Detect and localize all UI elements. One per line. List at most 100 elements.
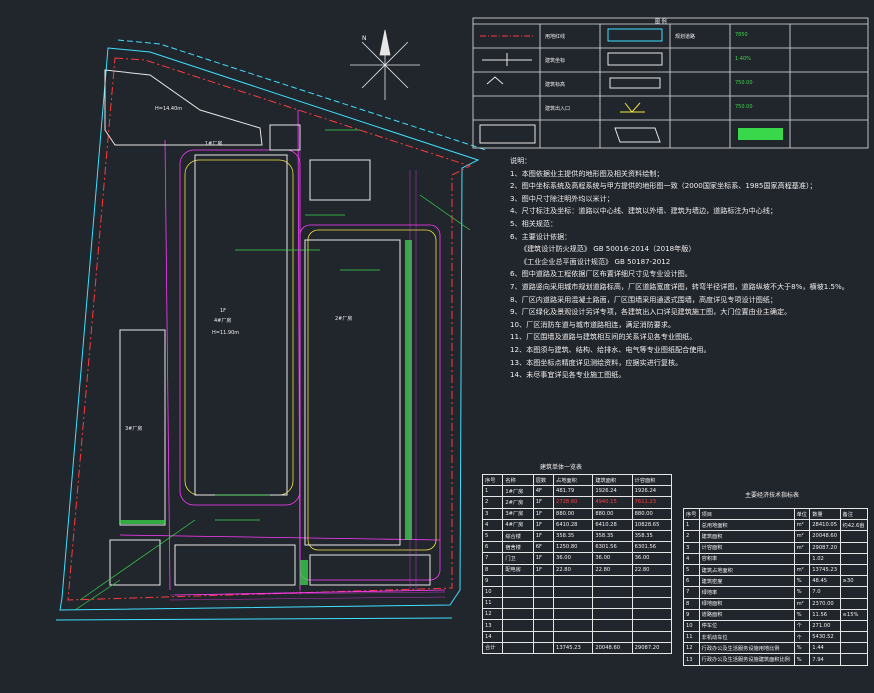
table-cell: 6301.56 — [592, 541, 633, 554]
table-cell: 4#厂房 — [502, 518, 534, 531]
table-cell: 7.94 — [809, 653, 841, 666]
note-line: 11、厂区围墙及道路与建筑相互间的关系详见各专业图纸。 — [510, 332, 697, 342]
table-cell: 1F — [532, 529, 555, 543]
notes-title: 说明： — [510, 156, 532, 165]
table-cell: 20048.60 — [592, 641, 633, 655]
table-cell: 备注 — [839, 507, 869, 521]
road-hatch — [169, 150, 446, 601]
table-cell: 绿地率 — [698, 586, 795, 599]
table-cell: 5 — [481, 529, 504, 543]
table-header: 序号项目单位数量备注 — [683, 507, 869, 521]
table-cell: 数量 — [809, 507, 841, 521]
table-cell: % — [793, 642, 811, 655]
table-cell — [592, 630, 633, 643]
site-boundary — [55, 39, 487, 621]
table-cell: 9 — [683, 608, 700, 621]
table-cell — [839, 552, 869, 565]
table-cell — [631, 574, 673, 587]
svg-text:建筑出入口: 建筑出入口 — [545, 105, 570, 112]
table-cell — [502, 585, 534, 599]
table-cell: 2#厂房 — [502, 496, 534, 509]
table-cell: 1F — [532, 496, 555, 509]
table-cell: 10 — [481, 585, 504, 599]
table-cell: 6301.56 — [631, 541, 673, 554]
building-table-title: 建筑单体一览表 — [540, 464, 583, 471]
table-cell: ≥30 — [839, 575, 869, 588]
table-cell: 7 — [683, 586, 700, 599]
table-cell — [631, 585, 673, 599]
table-cell: 880.00 — [631, 507, 673, 520]
table-cell: 序号 — [481, 473, 504, 487]
table-cell: 3 — [481, 507, 504, 520]
table-cell: 建筑密度 — [698, 575, 795, 588]
note-line: 7、道路竖向采用城市规划道路标高，厂区道路宽度详图，转弯半径详图，道路纵坡不大于… — [510, 281, 849, 291]
note-line: 《工业企业总平面设计规范》 GB 50187-2012 — [520, 256, 671, 266]
table-cell: 4 — [481, 518, 504, 531]
table-cell: 481.79 — [553, 485, 594, 498]
note-line: 12、本图须与建筑、结构、给排水、电气等专业图纸配合使用。 — [510, 344, 711, 354]
label-b4-height: H=11.90m — [212, 330, 239, 336]
note-line: 10、厂区消防车道与城市道路相连，满足消防要求。 — [510, 319, 676, 329]
table-cell: 11 — [481, 597, 504, 610]
label-b4-floors: 1F — [220, 308, 226, 314]
compass-label: N — [362, 35, 367, 42]
table-cell: 271.00 — [809, 619, 841, 633]
table-cell: 20048.60 — [809, 530, 841, 543]
table-row: 9 — [481, 574, 673, 587]
indicator-table-title: 主要经济技术指标表 — [745, 492, 800, 499]
table-cell: 综合楼 — [502, 529, 534, 543]
dimension-lines — [74, 129, 471, 611]
table-cell: 358.35 — [553, 529, 594, 543]
label-b1-height: H=14.40m — [155, 106, 182, 112]
table-cell — [631, 630, 673, 643]
table-cell: ≤15% — [839, 608, 869, 621]
table-cell: 12 — [683, 642, 700, 655]
table-cell — [502, 630, 534, 643]
note-line: 1、本图依据业主提供的地形图及相关资料绘制； — [510, 168, 664, 178]
table-cell: 4F — [532, 485, 555, 498]
table-cell — [532, 641, 555, 655]
table-cell — [502, 619, 534, 632]
table-cell: 1F — [532, 518, 555, 531]
table-cell: 5 — [683, 563, 700, 577]
table-cell: 1926.24 — [631, 485, 673, 498]
table-cell: 绿地面积 — [698, 597, 795, 610]
table-cell: 3 — [683, 541, 700, 554]
note-line: 2、图中坐标系统及高程系统与甲方提供的地形图一致（2000国家坐标系、1985国… — [510, 181, 817, 191]
table-cell: 非机动车位 — [698, 631, 795, 644]
table-cell: m² — [793, 563, 811, 577]
legend-samples: 7850 1.40% 750.00 750.00 — [479, 28, 783, 144]
table-cell — [502, 574, 534, 587]
table-cell: 1.02 — [809, 552, 841, 565]
design-notes: 说明： 1、本图依据业主提供的地形图及相关资料绘制； 2、图中坐标系统及高程系统… — [510, 155, 870, 382]
table-cell: 4 — [683, 552, 700, 565]
table-cell: 行政办公及生活服务设施建筑面积比例 — [698, 653, 795, 666]
note-line: 6、主要设计依据： — [510, 231, 572, 241]
table-cell — [839, 653, 869, 666]
table-cell: 11.56 — [809, 608, 841, 621]
red-line — [67, 57, 472, 601]
table-cell — [592, 597, 633, 610]
table-cell: 计容面积 — [698, 541, 795, 554]
note-line: 《建筑设计防火规范》 GB 50016-2014（2018年版） — [520, 244, 696, 254]
legend-labels: 用地红线 建筑坐标 建筑标高 建筑出入口 规划道路 — [545, 33, 695, 112]
north-arrow-icon — [350, 29, 420, 100]
table-row: 10 — [481, 585, 673, 599]
table-cell: 1926.24 — [592, 485, 633, 498]
table-cell: 6 — [683, 575, 700, 588]
table-cell: 计容面积 — [631, 473, 673, 487]
green-belts — [120, 240, 412, 585]
table-cell: 1.44 — [809, 642, 841, 655]
